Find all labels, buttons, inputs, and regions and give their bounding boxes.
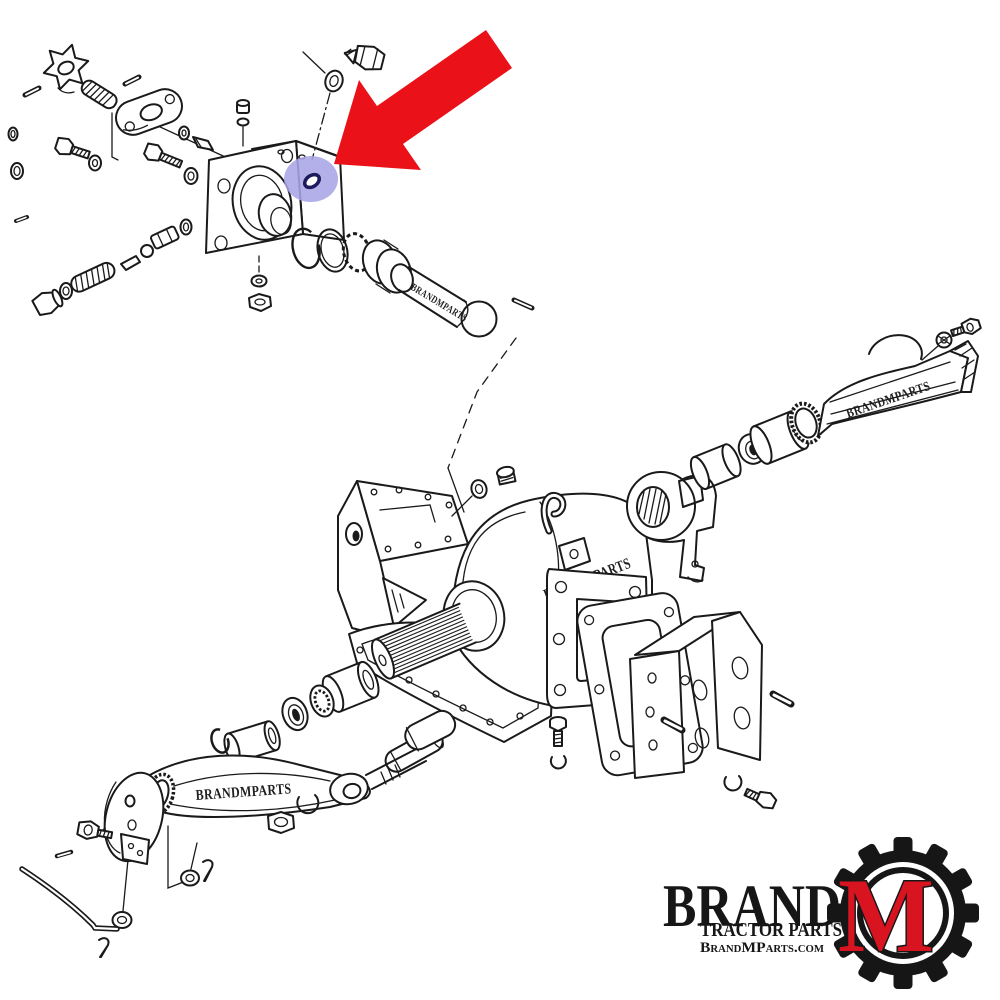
hand-knob (42, 43, 90, 94)
washer-5 (250, 274, 268, 288)
cap-fitting (236, 99, 250, 147)
valve-assembly (7, 43, 250, 316)
plate-bolt (76, 820, 114, 840)
spool-chain (31, 218, 193, 316)
plug-washer (324, 69, 344, 93)
piston (361, 239, 414, 294)
washer-3 (88, 154, 102, 172)
bent-rod (19, 866, 120, 932)
logo-m-letter: M (838, 857, 934, 974)
wedge-rib (382, 577, 427, 628)
cotter-pin (202, 859, 214, 882)
dash-dot-leader (311, 92, 331, 161)
arm-bolt (950, 317, 982, 338)
washer-2 (111, 911, 133, 929)
hex-bolt (54, 136, 91, 160)
bracket-bolt (743, 787, 778, 810)
brandm-logo: BRAND TRACTOR PARTS BrandMParts.com M (663, 837, 979, 989)
watermark-text: BRANDMPARTS (195, 781, 292, 804)
right-lift-arm: BRANDMPARTS (817, 340, 979, 437)
logo-tagline: TRACTOR PARTS (700, 919, 842, 941)
bracket-front-plate (629, 650, 685, 779)
pin (22, 85, 42, 98)
rocker-boss (626, 471, 717, 583)
dashed-leader (447, 337, 517, 469)
collar-cylinder (689, 443, 742, 490)
washer (180, 869, 200, 887)
left-lift-arm: BRANDMPARTS (144, 754, 371, 818)
bracket-pin (660, 690, 795, 734)
bracket-snap-ring (723, 775, 743, 792)
lifting-hook (540, 491, 567, 535)
gear-icon (827, 837, 979, 989)
plate-holes (370, 486, 453, 553)
bracket-holes (645, 656, 751, 751)
cotter-pin-2 (98, 937, 110, 958)
bracket-right-plate (711, 611, 763, 761)
washer-4 (183, 167, 199, 185)
logo-brand-text: BRAND (663, 873, 841, 939)
valve-cone (192, 136, 214, 151)
pointer-arrow (334, 30, 512, 170)
snap-ring (296, 794, 320, 815)
pan-snap-ring (549, 755, 567, 770)
top-plug (495, 465, 517, 486)
lower-lift-arm-assembly: BRANDMPARTS (19, 709, 457, 958)
edge-ring-2 (10, 162, 24, 180)
oring-part (302, 172, 322, 190)
rockshaft-right-arm: BRANDMPARTS (210, 317, 982, 764)
small-pin (54, 849, 74, 859)
tiny-pin (14, 215, 29, 223)
small-ring (178, 125, 190, 141)
splined-shaft (370, 580, 506, 680)
dome-tab (558, 537, 591, 571)
watermark-text: BRANDMPARTS (408, 282, 469, 324)
support-disc (868, 334, 923, 360)
lock-washer (921, 331, 953, 361)
plate-bracket (120, 833, 150, 865)
hex-nut (267, 811, 295, 834)
hex-nut-2 (248, 293, 272, 312)
edge-ring (7, 126, 19, 142)
serrated-ring (789, 401, 823, 445)
piston-rod (365, 709, 457, 790)
pan-bolt (549, 716, 567, 747)
top-washer (470, 479, 488, 499)
pin-3 (511, 297, 535, 311)
spring (80, 79, 118, 110)
logo-website: BrandMParts.com (700, 940, 825, 956)
pin-2 (122, 74, 142, 87)
arm-clamp-end (949, 340, 979, 393)
cylinder-bore (231, 165, 293, 241)
flange-plate (115, 88, 183, 136)
hex-plug-top (343, 44, 386, 71)
side-cover-bracket (576, 592, 795, 810)
open-ring (210, 728, 230, 754)
hex-bolt-2 (143, 142, 184, 169)
